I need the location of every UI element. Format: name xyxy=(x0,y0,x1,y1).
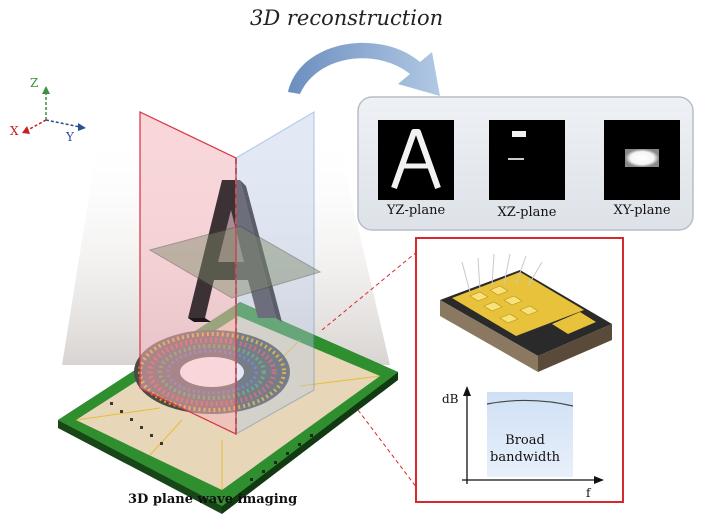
inset-panel xyxy=(415,237,624,503)
y-axis-label: Y xyxy=(66,130,74,144)
zoom-guide-lines xyxy=(321,245,425,493)
yz-plane-label: YZ-plane xyxy=(386,203,446,218)
figure-caption: 3D plane wave imaging xyxy=(128,492,298,507)
letter-a-object xyxy=(188,180,282,322)
bandwidth-region xyxy=(487,392,573,477)
bandwidth-label-line1: Broad xyxy=(505,433,545,448)
xz-plane-image xyxy=(489,120,565,200)
xy-plane-label: XY-plane xyxy=(613,203,671,218)
reconstruction-title: 3D reconstruction xyxy=(250,6,444,30)
db-axis-label: dB xyxy=(442,392,459,406)
x-axis-label: X xyxy=(10,124,19,138)
bandwidth-label: Broad bandwidth xyxy=(485,432,565,466)
reconstructed-a-glyph xyxy=(391,129,441,190)
reconstruction-arrow xyxy=(288,42,440,96)
coordinate-axes xyxy=(22,86,86,134)
response-curve xyxy=(486,399,574,407)
z-axis-label: Z xyxy=(30,76,39,90)
yz-plane-border xyxy=(139,111,237,435)
xz-plane-label: XZ-plane xyxy=(497,205,557,220)
bandwidth-chart xyxy=(462,386,604,484)
f-axis-label: f xyxy=(586,486,591,500)
reconstruction-results-panel xyxy=(357,96,694,231)
cmut-device-illustration xyxy=(440,253,612,372)
bandwidth-label-line2: bandwidth xyxy=(490,450,560,465)
